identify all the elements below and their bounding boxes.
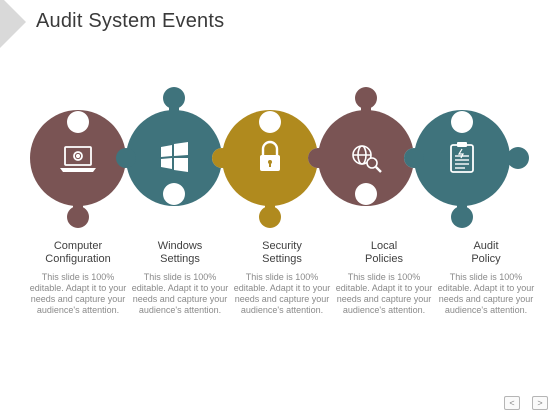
item-security-settings: Security Settings This slide is 100% edi… (232, 240, 332, 316)
item-local-policies: Local Policies This slide is 100% editab… (334, 240, 434, 316)
item-computer-configuration: Computer Configuration This slide is 100… (28, 240, 128, 316)
laptop-gear-icon (60, 146, 96, 172)
next-slide-button[interactable]: > (532, 396, 548, 410)
page-title: Audit System Events (36, 10, 225, 32)
item-description: This slide is 100% editable. Adapt it to… (437, 272, 535, 315)
puzzle-piece-audit-policy (404, 110, 529, 228)
item-label: Audit Policy (471, 240, 501, 265)
clipboard-icon (450, 142, 474, 173)
globe-search-icon (352, 145, 382, 173)
item-windows-settings: Windows Settings This slide is 100% edit… (130, 240, 230, 316)
item-description: This slide is 100% editable. Adapt it to… (233, 272, 331, 315)
item-label: Computer Configuration (45, 240, 111, 265)
windows-logo-icon (161, 142, 188, 172)
item-audit-policy: Audit Policy This slide is 100% editable… (436, 240, 536, 316)
item-description: This slide is 100% editable. Adapt it to… (131, 272, 229, 315)
item-description: This slide is 100% editable. Adapt it to… (335, 272, 433, 315)
padlock-icon (260, 140, 280, 171)
item-label: Local Policies (365, 240, 403, 265)
corner-decoration (0, 0, 26, 48)
item-label: Security Settings (262, 240, 302, 265)
item-description: This slide is 100% editable. Adapt it to… (29, 272, 127, 315)
prev-slide-button[interactable]: < (504, 396, 520, 410)
item-label: Windows Settings (157, 240, 203, 265)
